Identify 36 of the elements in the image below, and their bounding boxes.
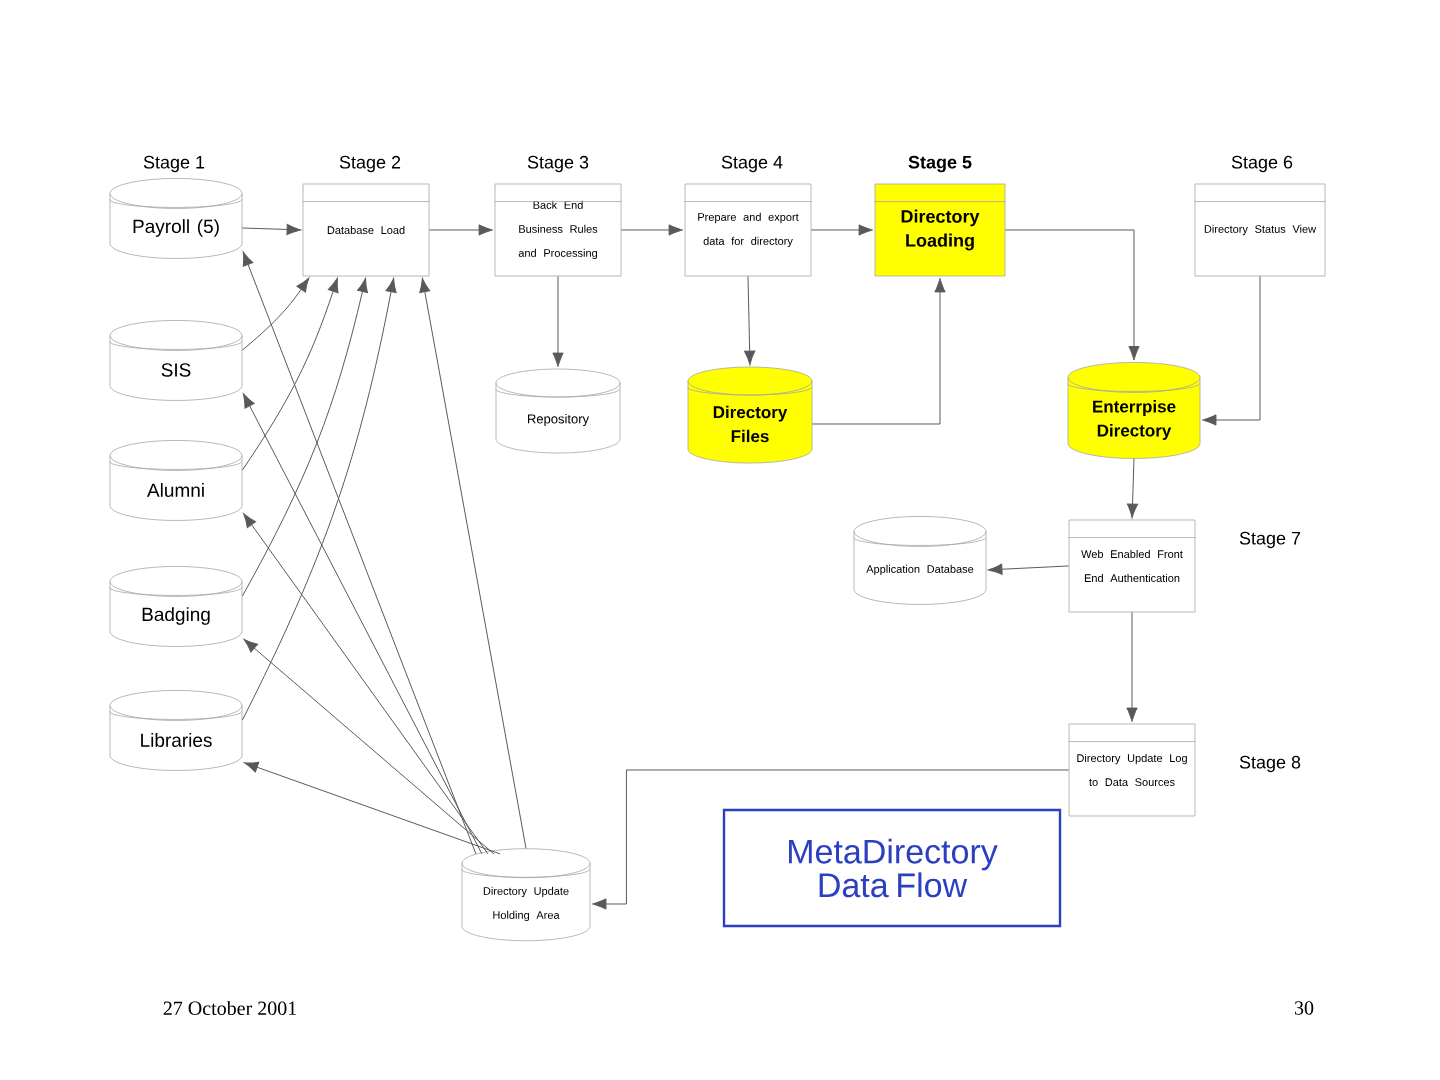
arrow bbox=[243, 761, 501, 855]
database-cylinder: Alumni bbox=[109, 440, 243, 521]
database-cylinder: Payroll (5) bbox=[109, 178, 243, 259]
title-box: MetaDirectory Data Flow bbox=[722, 808, 1062, 928]
arrow bbox=[552, 275, 564, 368]
database-cylinder: Badging bbox=[109, 566, 243, 647]
stage-label: Stage 8 bbox=[1239, 755, 1301, 773]
arrow bbox=[419, 277, 527, 849]
stage-label: Stage 7 bbox=[1239, 531, 1301, 549]
database-cylinder: SIS bbox=[109, 320, 243, 401]
arrow bbox=[241, 277, 368, 597]
database-cylinder: Directory Files bbox=[687, 366, 813, 464]
database-cylinder: Libraries bbox=[109, 690, 243, 771]
arrow bbox=[241, 277, 397, 721]
arrow bbox=[988, 563, 1070, 575]
arrow bbox=[242, 251, 477, 855]
arrow bbox=[810, 224, 874, 236]
arrow bbox=[1004, 229, 1140, 361]
arrow bbox=[241, 223, 302, 236]
arrow bbox=[241, 277, 339, 471]
arrow bbox=[242, 393, 483, 855]
date-text: 27 October 2001 bbox=[163, 1000, 297, 1015]
arrow bbox=[241, 277, 310, 351]
arrow bbox=[428, 224, 494, 236]
arrow bbox=[243, 513, 489, 855]
page-number: 30 bbox=[1295, 1001, 1314, 1015]
arrow bbox=[1126, 611, 1138, 722]
arrow bbox=[592, 769, 1070, 910]
arrow bbox=[744, 275, 756, 366]
arrow bbox=[811, 277, 946, 425]
arrow bbox=[620, 224, 684, 236]
process-box: Directory Loading bbox=[874, 183, 1006, 277]
database-cylinder: Enterrpise Directory bbox=[1067, 362, 1201, 459]
arrow bbox=[1202, 275, 1261, 426]
arrow bbox=[1126, 458, 1139, 519]
arrow bbox=[243, 638, 495, 855]
